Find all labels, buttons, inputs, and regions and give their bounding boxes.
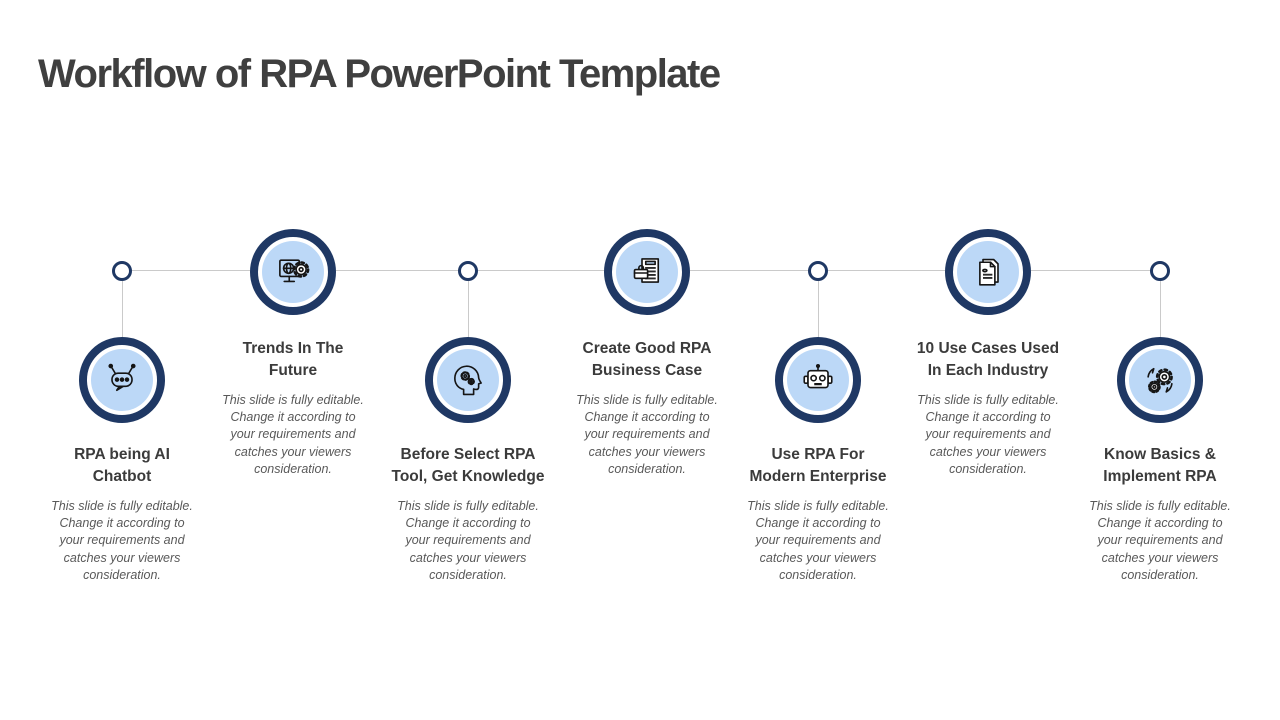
step-text-block: 10 Use Cases Used In Each Industry This … [899,338,1077,478]
step-title: Use RPA For Modern Enterprise [749,446,887,486]
connector-line [468,281,469,338]
step-icon-circle [425,337,511,423]
step-title: Trends In The Future [242,340,344,380]
chatbot-icon [108,363,136,392]
step-icon-fill [437,349,499,411]
timeline-marker-dot [458,261,478,281]
step-icon-circle [604,229,690,315]
timeline-marker-dot [1150,261,1170,281]
step-icon-circle [1117,337,1203,423]
step-icon-fill [262,241,324,303]
step-description: This slide is fully editable. Change it … [397,498,539,582]
timeline-step-1: RPA being AI Chatbot This slide is fully… [29,0,215,720]
step-text-block: Know Basics & Implement RPA This slide i… [1071,444,1249,584]
page-title: Workflow of RPA PowerPoint Template [38,52,721,96]
step-text-block: Use RPA For Modern Enterprise This slide… [729,444,907,584]
step-icon-fill [1129,349,1191,411]
step-icon-circle [250,229,336,315]
gears-sync-icon [1147,367,1173,394]
timeline-marker-dot [112,261,132,281]
timeline-step-2: Trends In The Future This slide is fully… [200,0,386,720]
step-title: RPA being AI Chatbot [74,446,170,486]
step-description: This slide is fully editable. Change it … [917,392,1059,476]
timeline-step-7: Know Basics & Implement RPA This slide i… [1067,0,1253,720]
step-description: This slide is fully editable. Change it … [576,392,718,476]
step-icon-circle [79,337,165,423]
timeline-step-3: Before Select RPA Tool, Get Knowledge Th… [375,0,561,720]
monitor-globe-gear-icon [279,259,310,283]
step-title: Know Basics & Implement RPA [1103,446,1217,486]
step-text-block: Trends In The Future This slide is fully… [204,338,382,478]
step-description: This slide is fully editable. Change it … [1089,498,1231,582]
step-title: Before Select RPA Tool, Get Knowledge [391,446,545,486]
timeline-marker-dot [808,261,828,281]
step-text-block: RPA being AI Chatbot This slide is fully… [33,444,211,584]
step-text-block: Before Select RPA Tool, Get Knowledge Th… [379,444,557,584]
connector-line [1160,281,1161,338]
connector-line [818,281,819,338]
timeline-step-6: 10 Use Cases Used In Each Industry This … [895,0,1081,720]
step-description: This slide is fully editable. Change it … [222,392,364,476]
step-description: This slide is fully editable. Change it … [51,498,193,582]
step-icon-circle [775,337,861,423]
step-icon-fill [616,241,678,303]
step-text-block: Create Good RPA Business Case This slide… [558,338,736,478]
step-icon-fill [957,241,1019,303]
step-title: Create Good RPA Business Case [582,340,712,380]
step-icon-fill [91,349,153,411]
step-title: 10 Use Cases Used In Each Industry [916,340,1060,380]
connector-line [122,281,123,338]
step-description: This slide is fully editable. Change it … [747,498,889,582]
document-briefcase-icon [633,258,660,283]
timeline-step-5: Use RPA For Modern Enterprise This slide… [725,0,911,720]
step-icon-fill [787,349,849,411]
step-icon-circle [945,229,1031,315]
head-gears-icon [454,365,482,396]
timeline-step-4: Create Good RPA Business Case This slide… [554,0,740,720]
documents-icon [979,258,999,286]
robot-head-icon [803,363,833,389]
